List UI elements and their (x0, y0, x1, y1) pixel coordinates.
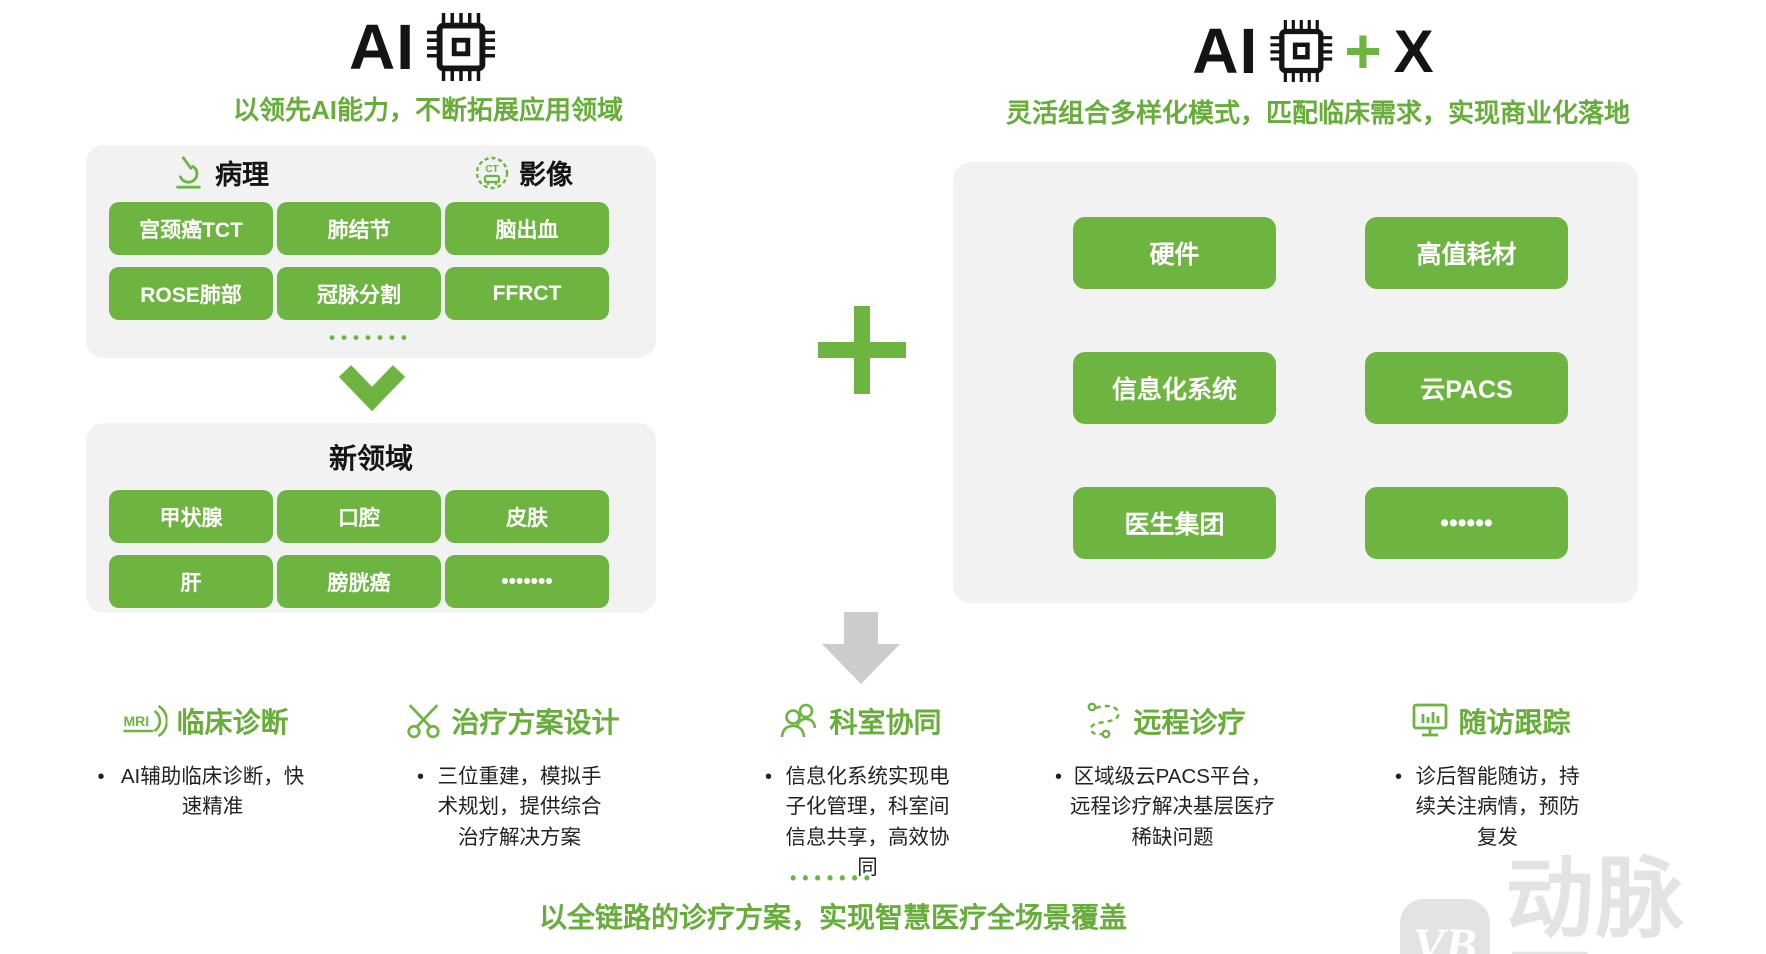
watermark: VB 动脉网 (1400, 852, 1766, 954)
imaging-label: 影像 (519, 160, 573, 191)
right-title-ai: AI (1192, 15, 1259, 87)
bottom-column-clinical-diagnosis: MRI 临床诊断 AI辅助临床诊断，快速精准 (97, 698, 312, 823)
right-panel-business-modes: 硬件 高值耗材 信息化系统 云PACS 医生集团 •••••• (953, 162, 1638, 603)
mode-button-cloud-pacs: 云PACS (1365, 352, 1568, 424)
app-button-rose-lung: ROSE肺部 (109, 267, 273, 320)
svg-text:CT: CT (485, 164, 498, 175)
clinical-diagnosis-bullet: AI辅助临床诊断，快速精准 (97, 762, 312, 823)
treatment-planning-title: 治疗方案设计 (451, 707, 620, 738)
treatment-planning-bullet: 三位重建，模拟手术规划，提供综合治疗解决方案 (417, 762, 607, 853)
pathology-group: 病理 (172, 153, 269, 191)
mode-button-high-value-consumables: 高值耗材 (1365, 217, 1568, 289)
bottom-separator-dots: ••••••• (789, 868, 877, 888)
app-button-brain-hemorrhage: 脑出血 (445, 202, 609, 255)
mode-button-doctor-group: 医生集团 (1073, 487, 1276, 559)
pathology-label: 病理 (215, 160, 269, 191)
imaging-group: CT 影像 (474, 153, 573, 191)
microscope-icon (176, 156, 201, 189)
app-button-coronary-segmentation: 冠脉分割 (277, 267, 441, 320)
more-apps-dots: ••••••• (329, 328, 413, 347)
ct-scanner-icon: CT (475, 156, 509, 190)
chevron-down-icon (338, 365, 406, 411)
followup-tracking-title: 随访跟踪 (1458, 707, 1571, 738)
chip-icon (427, 13, 495, 81)
scissors-icon (407, 704, 440, 739)
clinical-diagnosis-title: 临床诊断 (176, 707, 289, 738)
mode-button-hardware: 硬件 (1073, 217, 1276, 289)
new-areas-title: 新领域 (328, 443, 413, 474)
telemedicine-title: 远程诊疗 (1133, 707, 1246, 738)
down-arrow-icon (822, 612, 900, 684)
area-button-oral: 口腔 (277, 490, 441, 543)
followup-tracking-header: 随访跟踪 (1409, 698, 1571, 744)
right-title-x: X (1393, 17, 1434, 85)
department-collaboration-title: 科室协同 (829, 707, 942, 738)
bullet-marker (97, 762, 104, 792)
treatment-planning-header: 治疗方案设计 (404, 698, 620, 744)
area-button-liver: 肝 (109, 555, 273, 608)
bullet-marker (765, 762, 772, 792)
bottom-tagline: 以全链路的诊疗方案，实现智慧医疗全场景覆盖 (538, 902, 1128, 933)
plus-connector-icon (818, 306, 906, 394)
right-title-plus: + (1344, 15, 1382, 87)
right-title: AI + X (1192, 14, 1433, 88)
left-panel-applications: 病理 CT 影像 宫颈癌TCT 肺结节 脑出血 ROSE肺部 冠脉分割 FFRC… (86, 145, 656, 358)
followup-tracking-bullet: 诊后智能随访，持续关注病情，预防复发 (1395, 762, 1585, 853)
area-button-skin: 皮肤 (445, 490, 609, 543)
left-subtitle: 以领先AI能力，不断拓展应用领域 (232, 95, 624, 125)
telemedicine-bullet: 区域级云PACS平台，远程诊疗解决基层医疗稀缺问题 (1055, 762, 1275, 853)
monitor-icon (1412, 703, 1447, 737)
mode-button-more-dots: •••••• (1365, 487, 1568, 559)
department-collaboration-header: 科室协同 (778, 698, 942, 744)
area-button-thyroid: 甲状腺 (109, 490, 273, 543)
mri-icon: MRI (123, 704, 168, 738)
department-collaboration-bullet: 信息化系统实现电子化管理，科室间信息共享，高效协同 (765, 762, 955, 883)
app-button-cervical-tct: 宫颈癌TCT (109, 202, 273, 255)
vb-logo: VB (1400, 898, 1490, 954)
mode-button-information-system: 信息化系统 (1073, 352, 1276, 424)
app-button-ffrct: FFRCT (445, 267, 609, 320)
app-button-lung-nodule: 肺结节 (277, 202, 441, 255)
right-subtitle: 灵活组合多样化模式，匹配临床需求，实现商业化落地 (1005, 98, 1631, 128)
bottom-column-followup-tracking: 随访跟踪 诊后智能随访，持续关注病情，预防复发 (1395, 698, 1585, 853)
left-title: AI (349, 10, 495, 84)
area-button-bladder-cancer: 膀胱癌 (277, 555, 441, 608)
clinical-diagnosis-header: MRI 临床诊断 (121, 698, 289, 744)
telemedicine-header: 远程诊疗 (1084, 698, 1246, 744)
bullet-marker (1055, 762, 1062, 792)
bottom-column-telemedicine: 远程诊疗 区域级云PACS平台，远程诊疗解决基层医疗稀缺问题 (1055, 698, 1275, 853)
svg-text:MRI: MRI (123, 713, 149, 729)
left-panel-new-areas: 新领域 甲状腺 口腔 皮肤 肝 膀胱癌 ••••••• (86, 423, 656, 613)
area-button-more-dots: ••••••• (445, 555, 609, 608)
bottom-column-department-collaboration: 科室协同 信息化系统实现电子化管理，科室间信息共享，高效协同 (765, 698, 955, 883)
route-icon (1087, 702, 1120, 739)
bullet-marker (1395, 762, 1402, 792)
chip-icon (1270, 20, 1333, 82)
watermark-brand: 动脉网 (1505, 849, 1686, 954)
bottom-column-treatment-planning: 治疗方案设计 三位重建，模拟手术规划，提供综合治疗解决方案 (404, 698, 620, 853)
bullet-marker (417, 762, 424, 792)
left-title-text: AI (349, 11, 415, 83)
people-icon (780, 703, 816, 738)
